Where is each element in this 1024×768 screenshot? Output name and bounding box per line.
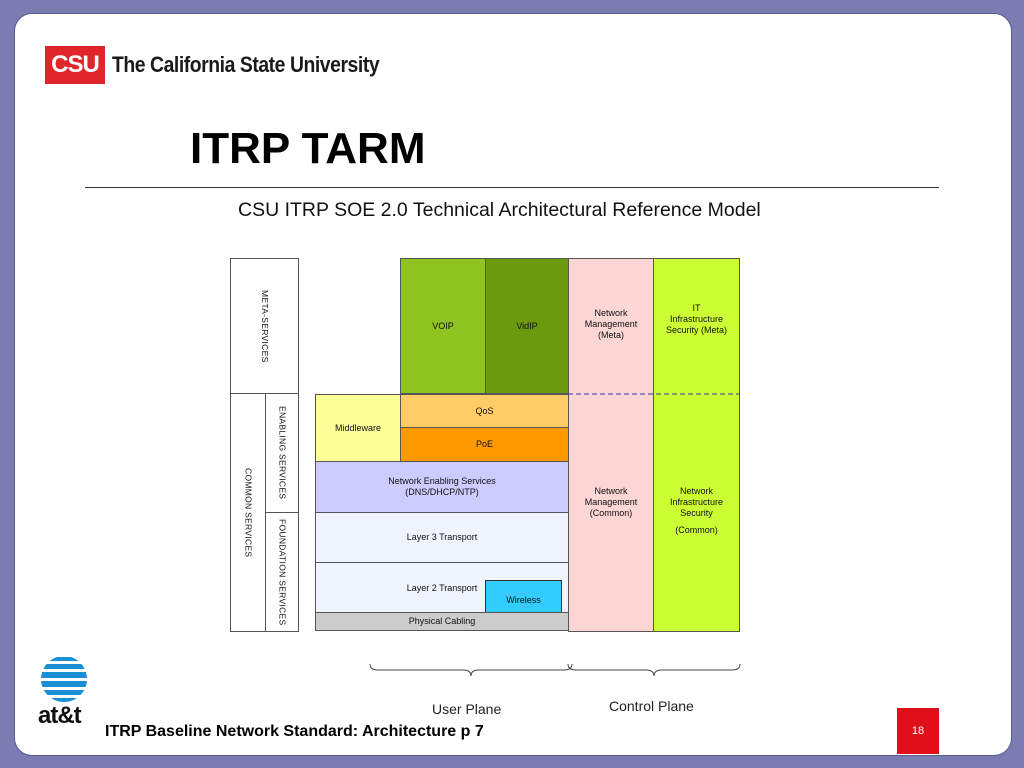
qos-label: QoS <box>475 405 494 416</box>
enabling-services-label: ENABLING SERVICES <box>277 406 288 500</box>
network-enabling-services-box: Network Enabling Services (DNS/DHCP/NTP) <box>315 461 569 513</box>
network-management-common-label: Network Management (Common) <box>584 486 638 518</box>
meta-common-divider <box>568 393 740 395</box>
footer-caption: ITRP Baseline Network Standard: Architec… <box>105 723 484 740</box>
control-plane-label: Control Plane <box>609 698 694 714</box>
common-services-box: COMMON SERVICES <box>230 393 266 632</box>
org-name: The California State University <box>112 52 380 77</box>
vidip-box: VidIP <box>485 258 569 394</box>
att-globe-icon <box>41 656 87 702</box>
meta-services-box: META-SERVICES <box>230 258 299 394</box>
wireless-label: Wireless <box>506 594 541 605</box>
voip-box: VOIP <box>400 258 486 394</box>
foundation-services-label: FOUNDATION SERVICES <box>277 518 288 626</box>
physical-cabling-label: Physical Cabling <box>408 616 476 626</box>
title-divider <box>85 187 939 188</box>
diagram-title: CSU ITRP SOE 2.0 Technical Architectural… <box>238 199 761 221</box>
layer3-box: Layer 3 Transport <box>315 512 569 563</box>
middleware-label: Middleware <box>334 422 382 433</box>
common-label-box: (Common) <box>653 522 740 538</box>
page-number: 18 <box>897 708 939 754</box>
it-infrastructure-security-label: IT Infrastructure Security (Meta) <box>665 303 727 335</box>
poe-box: PoE <box>400 427 569 462</box>
user-plane-label: User Plane <box>432 701 502 717</box>
slide-title: ITRP TARM <box>190 124 426 173</box>
middleware-box: Middleware <box>315 394 401 462</box>
layer3-label: Layer 3 Transport <box>406 532 478 542</box>
network-management-meta: Network Management (Meta) <box>568 258 654 394</box>
network-management-column <box>568 258 654 632</box>
network-infrastructure-security-label: Network Infrastructure Security <box>669 486 724 518</box>
security-column <box>653 258 740 632</box>
network-infrastructure-security: Network Infrastructure Security <box>653 394 740 526</box>
qos-box: QoS <box>400 394 569 428</box>
control-plane-brace <box>567 663 741 677</box>
network-enabling-services-sub: (DNS/DHCP/NTP) <box>405 487 479 497</box>
vidip-label: VidIP <box>516 320 538 331</box>
network-management-common: Network Management (Common) <box>568 394 654 632</box>
it-infrastructure-security-meta: IT Infrastructure Security (Meta) <box>653 258 740 394</box>
meta-services-label: META-SERVICES <box>260 289 270 363</box>
voip-label: VOIP <box>432 320 454 331</box>
foundation-services-box: FOUNDATION SERVICES <box>265 512 299 632</box>
common-label: (Common) <box>675 524 718 535</box>
network-management-meta-label: Network Management (Meta) <box>584 308 638 340</box>
csu-logo: CSU <box>45 46 105 84</box>
poe-label: PoE <box>475 439 493 449</box>
att-wordmark: at&t <box>38 702 82 729</box>
network-enabling-services-label: Network Enabling Services <box>388 476 496 486</box>
physical-cabling-box: Physical Cabling <box>315 612 569 631</box>
user-plane-brace <box>369 663 573 677</box>
common-services-label: COMMON SERVICES <box>243 467 254 558</box>
layer2-label: Layer 2 Transport <box>406 583 478 593</box>
enabling-services-box: ENABLING SERVICES <box>265 393 299 513</box>
